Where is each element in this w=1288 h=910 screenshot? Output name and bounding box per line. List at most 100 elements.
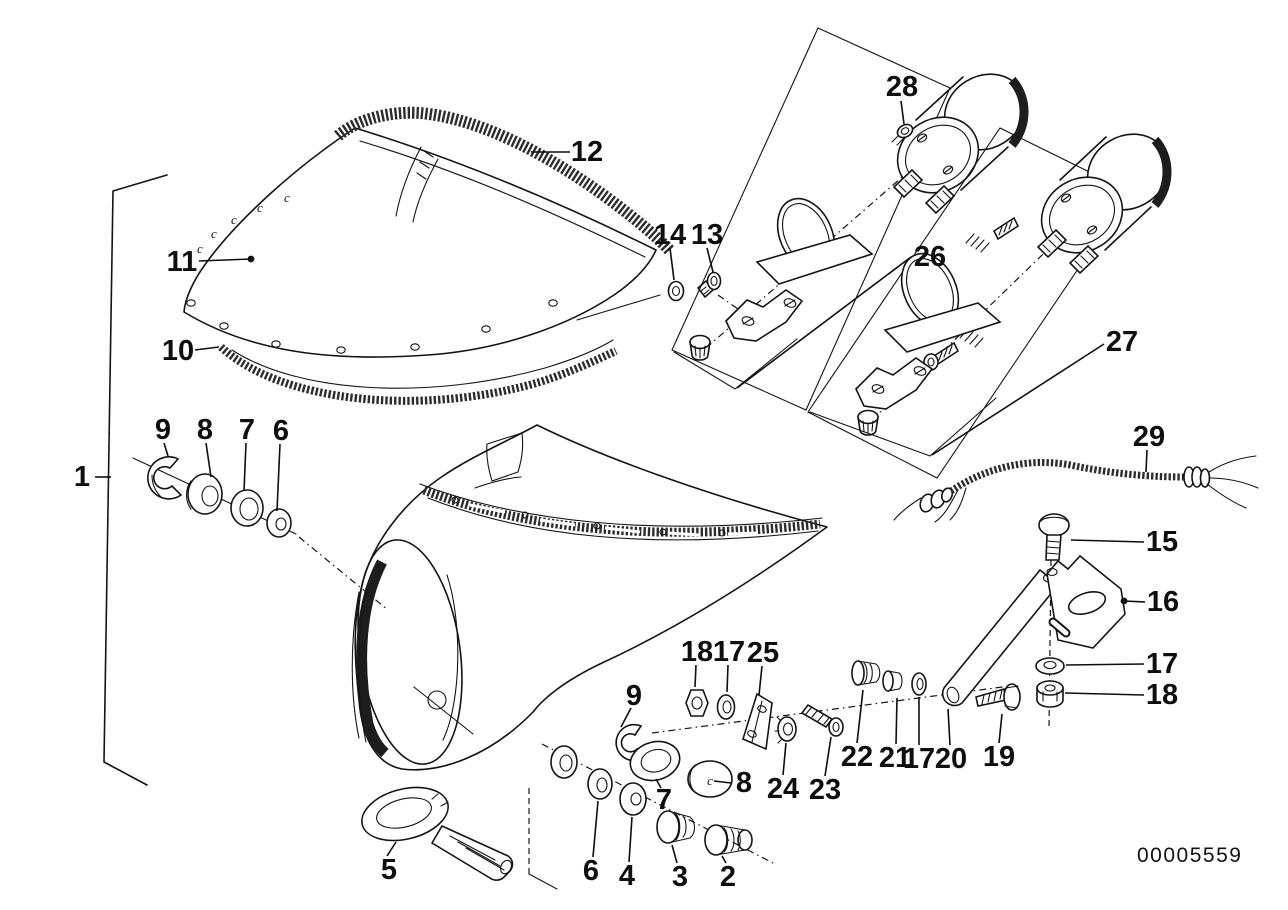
glass-clip-mark-1: c [211,226,217,241]
fairing-flange [422,485,821,537]
callout-leader-6 [592,800,599,858]
callout-label-18: 18 [681,636,713,668]
washer-17r [1035,657,1065,675]
screw-lower [923,341,960,371]
callout-dot-11 [247,255,255,263]
group-bracket-16-stack [1035,513,1126,729]
molding-12 [334,106,675,255]
callout-label-19: 19 [983,741,1015,773]
group-center-hardware [651,568,1060,751]
bracket-25 [742,692,773,751]
washer-4 [619,782,647,816]
callout-label-24: 24 [767,773,799,805]
callout-label-8: 8 [736,767,752,799]
grommet-8 [187,473,223,515]
callout-leader-2 [721,855,727,864]
callout-leader-29 [1145,449,1148,473]
screw-upper [992,216,1020,241]
gauge-27 [1036,133,1172,275]
callout-label-10: 10 [162,335,194,367]
cap-26 [689,334,711,361]
callout-label-28: 28 [886,71,918,103]
callout-label-13: 13 [691,219,723,251]
callout-leader-17 [1065,663,1145,666]
o-ring-27 [900,252,960,328]
callout-leader-5 [386,841,397,857]
group-fasteners-9876 [132,456,389,611]
callout-leader-27 [931,343,1105,456]
callout-leader-9 [163,442,169,457]
trim-strip-edge [231,339,614,389]
instrument-26 [671,27,1029,411]
group-screw-13-14 [576,271,749,321]
callout-leader-7 [243,442,247,492]
callout-label-27: 27 [1106,326,1138,358]
bracket-27 [855,302,1002,410]
bracket-26 [725,234,874,342]
callout-leader-26 [736,256,912,389]
bushing-2 [704,824,753,856]
cable [949,458,1185,494]
callout-label-20: 20 [935,743,967,775]
group-bottom-fasteners: c [541,723,776,865]
spring-upper [965,233,990,253]
callout-leader-9 [620,707,632,728]
callout-leader-24 [782,742,787,776]
callout-leader-3 [671,844,678,864]
callout-leader-18 [694,664,697,688]
diagram-id-code: 00005559 [1137,844,1242,867]
callout-leader-19 [998,713,1003,744]
callout-leader-18 [1064,692,1145,696]
wiring-harness-29 [893,455,1259,523]
callout-label-1: 1 [74,461,90,493]
windshield-holes [186,299,558,354]
callout-leader-8 [205,442,212,478]
callout-leader-11 [198,258,252,262]
nut-18c [685,689,709,717]
callout-dot-16 [1120,597,1128,605]
callout-leader-15 [1070,539,1145,543]
callout-leader-25 [758,665,763,696]
cap-8 [687,760,733,798]
callout-label-5: 5 [381,854,397,886]
callout-leader-20 [947,708,951,746]
callout-leader-17 [726,664,729,693]
gauge-26 [892,73,1029,215]
flange-holes [451,496,726,537]
glass-clip-mark-2: c [231,212,237,227]
callout-label-29: 29 [1133,421,1165,453]
callout-leader-4 [628,816,633,863]
callout-label-4: 4 [619,860,635,892]
callout-label-17: 17 [1146,648,1178,680]
washer-6b [587,768,613,800]
washer-24 [774,716,797,744]
callout-label-2: 2 [720,861,736,893]
bracket-16 [1046,554,1126,649]
glass-clip-mark-4: c [284,190,290,205]
spacer-21 [882,670,903,692]
washer-plain [550,745,578,779]
glass-clip-mark-0: c [197,241,203,256]
callout-label-18: 18 [1146,679,1178,711]
callout-label-6: 6 [583,855,599,887]
cap-letter: c [707,773,713,788]
callout-label-26: 26 [914,241,946,273]
callout-leader-8 [713,780,732,784]
callout-label-15: 15 [1146,526,1178,558]
callout-label-25: 25 [747,637,779,669]
callout-label-3: 3 [672,861,688,893]
bolt-19 [975,683,1021,711]
glass-clip-mark-3: c [257,200,263,215]
callout-label-7: 7 [656,784,672,816]
nut-18r [1036,680,1064,708]
windshield-glass [183,127,657,358]
fairing-group [351,424,828,890]
washer-17c [716,694,736,720]
cap-27 [857,409,879,436]
grommet-22 [851,660,881,686]
c-clip-9 [147,456,183,500]
callout-label-8: 8 [197,414,213,446]
callout-leader-7 [655,778,662,789]
